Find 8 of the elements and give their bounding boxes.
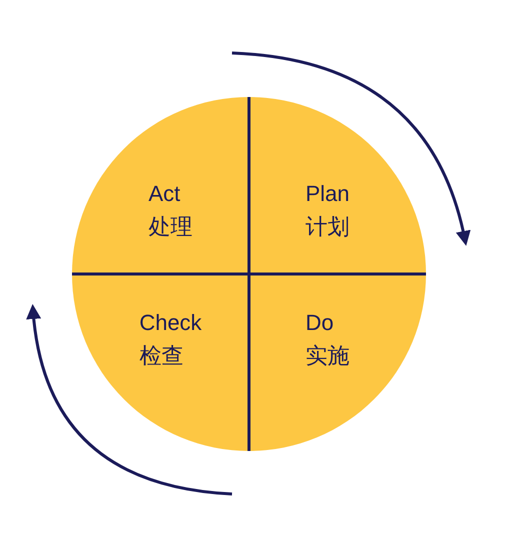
segment-label: Plan bbox=[305, 180, 350, 208]
segment-label: 检查 bbox=[139, 342, 184, 370]
segment-label: 处理 bbox=[148, 212, 192, 240]
segment-label: 实施 bbox=[306, 342, 350, 370]
segment-label: Do bbox=[306, 308, 335, 336]
segment-label: Check bbox=[139, 308, 202, 336]
segment-label: Act bbox=[148, 180, 182, 208]
segment-label: 计划 bbox=[305, 212, 350, 240]
